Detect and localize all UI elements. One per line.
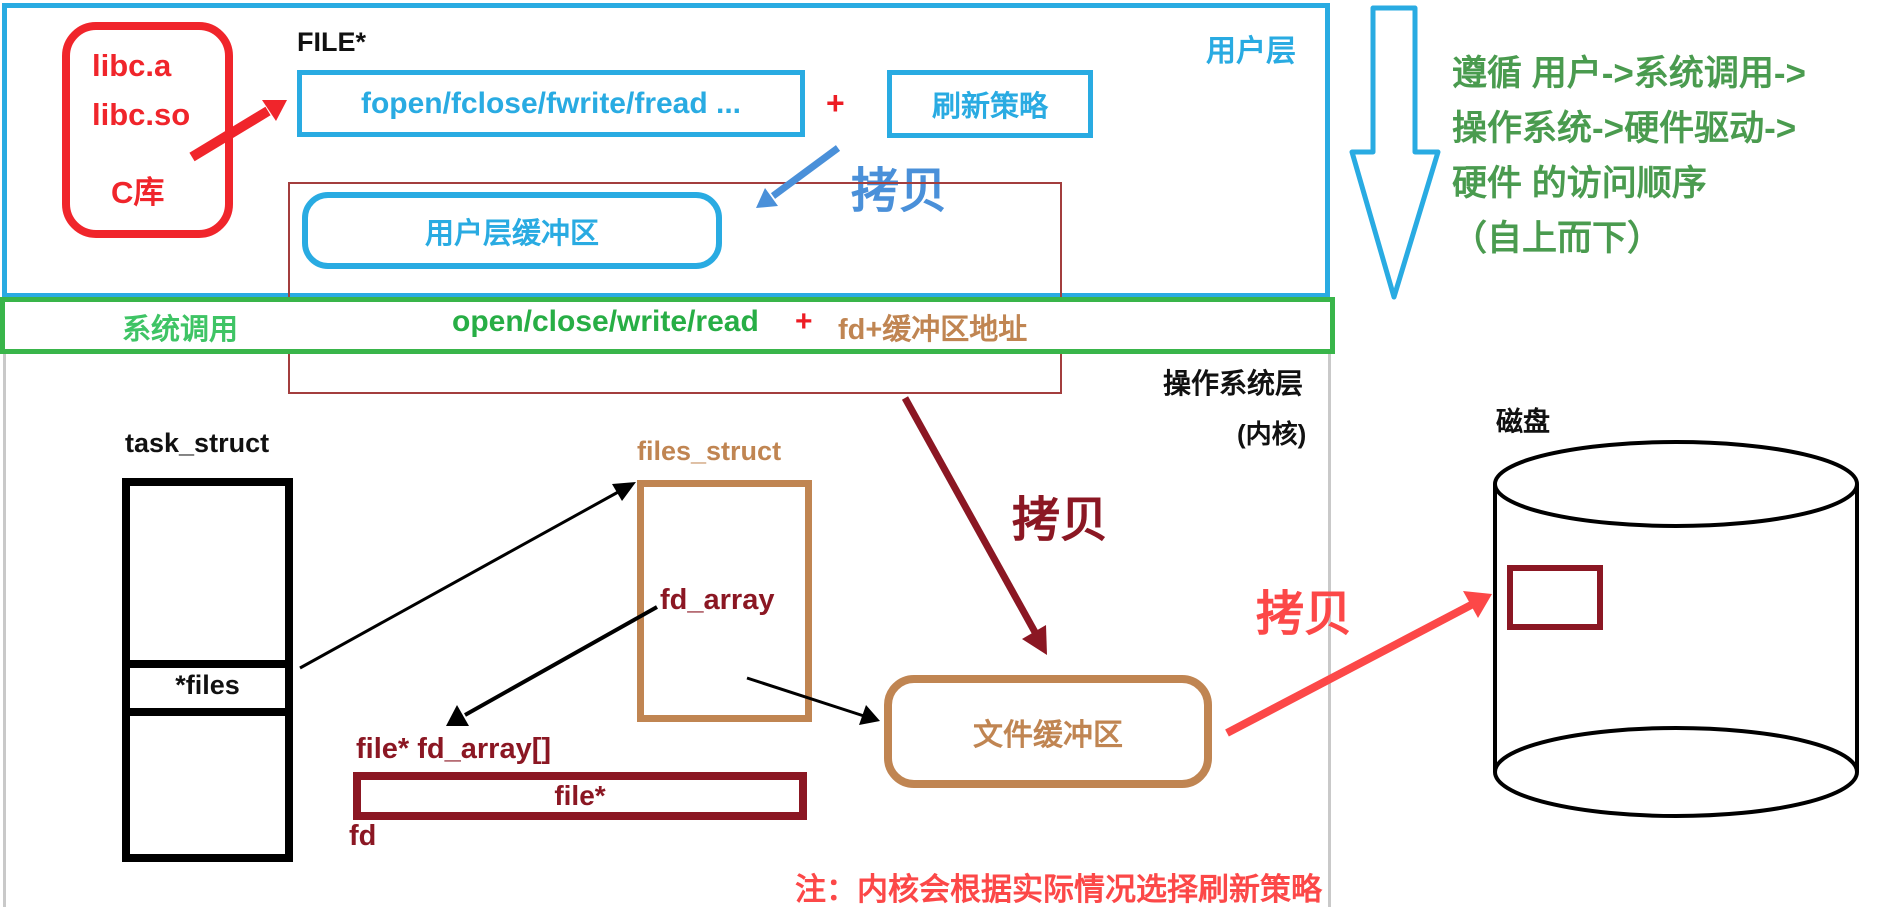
fd-array-to-file-arrow-icon	[446, 605, 658, 726]
task-struct-divider-top	[130, 660, 285, 668]
clib-line-c-lib: C库	[111, 175, 165, 210]
highlight-rect	[288, 182, 1062, 394]
access-order-line-4: （自上而下）	[1452, 219, 1663, 258]
user-buffer-text: 用户层缓冲区	[424, 217, 599, 250]
plus-sign-syscall: +	[795, 305, 813, 338]
stdio-functions-text: fopen/fclose/fwrite/fread ...	[360, 86, 742, 120]
syscall-args-text: fd+缓冲区地址	[838, 314, 1028, 346]
syscall-bar	[0, 297, 1335, 354]
files-struct-box	[637, 480, 812, 722]
access-order-line-3: 硬件 的访问顺序	[1452, 164, 1707, 203]
os-layer-label: 操作系统层	[1163, 368, 1304, 399]
file-pointer-label: FILE*	[297, 27, 367, 57]
user-layer-label: 用户层	[1206, 35, 1296, 68]
file-pointer-cell-text: file*	[554, 780, 606, 811]
user-buffer-box: 用户层缓冲区	[302, 192, 722, 269]
kernel-note: 注：内核会根据实际情况选择刷新策略	[795, 872, 1322, 907]
disk-label: 磁盘	[1496, 407, 1550, 437]
clib-line-libc-a: libc.a	[92, 48, 172, 83]
copy-label-disk: 拷贝	[1256, 588, 1353, 641]
file-pointer-cell-box: file*	[353, 772, 807, 820]
user-layer-box	[2, 3, 1330, 298]
disk-data-block	[1507, 565, 1603, 630]
copy-label-user-buffer: 拷贝	[851, 165, 948, 218]
fd-label: fd	[349, 820, 377, 852]
stdio-functions-box: fopen/fclose/fwrite/fread ...	[297, 70, 805, 137]
task-struct-box	[122, 478, 293, 862]
plus-sign-user-layer: +	[826, 85, 845, 121]
flush-policy-box: 刷新策略	[887, 70, 1093, 138]
flush-policy-text: 刷新策略	[931, 91, 1048, 123]
fd-array-field: fd_array	[660, 584, 775, 616]
os-kernel-label: (内核)	[1237, 419, 1307, 449]
access-order-line-1: 遵循 用户->系统调用->	[1452, 54, 1806, 93]
copy-label-file-buffer: 拷贝	[1012, 494, 1109, 547]
task-struct-files-cell: *files	[175, 670, 240, 700]
syscall-label: 系统调用	[122, 314, 239, 346]
access-order-note: 遵循 用户->系统调用-> 操作系统->硬件驱动-> 硬件 的访问顺序 （自上而…	[1452, 46, 1806, 266]
os-layer-left-border	[3, 354, 6, 907]
task-struct-title: task_struct	[125, 428, 270, 458]
task-struct-divider-bottom	[130, 708, 285, 716]
fd-array-declaration-label: file* fd_array[]	[356, 733, 552, 765]
clib-line-libc-so: libc.so	[92, 97, 191, 132]
syscall-functions-text: open/close/write/read	[452, 305, 759, 338]
flow-down-arrow-icon	[1349, 5, 1441, 300]
files-pointer-arrow-icon	[299, 482, 636, 670]
files-struct-title: files_struct	[637, 436, 782, 466]
access-order-line-2: 操作系统->硬件驱动->	[1452, 109, 1797, 148]
file-buffer-box: 文件缓冲区	[884, 675, 1212, 788]
file-buffer-text: 文件缓冲区	[973, 718, 1123, 752]
